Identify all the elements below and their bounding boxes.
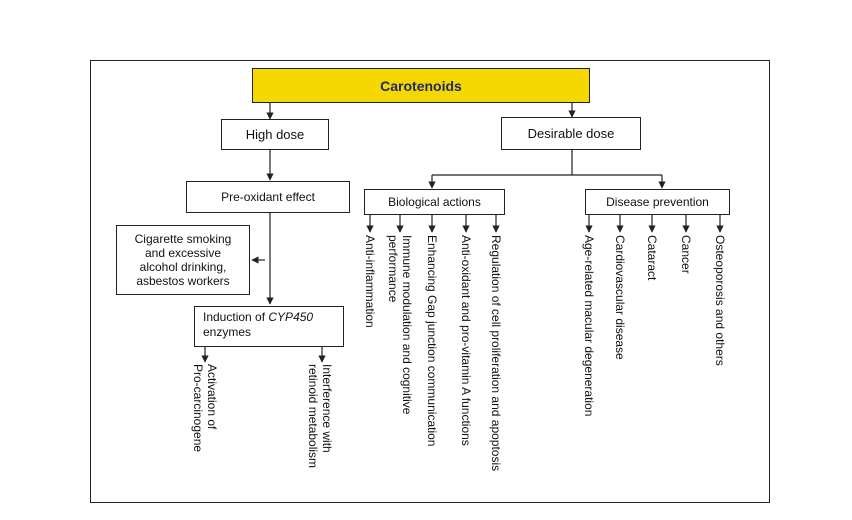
bio-item-text: performance [386, 235, 400, 303]
risk-factor-line: and excessive [144, 246, 222, 260]
induction-suffix: enzymes [203, 325, 252, 339]
outcome-line: Interference with [320, 364, 334, 453]
disease-item: Osteoporosis and others [713, 235, 727, 366]
induction-box: Induction of CYP450 enzymes [194, 306, 344, 347]
disease-item-text: Age-related macular degeneration [582, 235, 596, 417]
outcome-line: retinoid metabolism [306, 364, 320, 469]
disease-item: Age-related macular degeneration [582, 235, 596, 416]
high-dose-label: High dose [245, 127, 305, 142]
bio-item-text: Immune modulation and cognitive [400, 235, 414, 415]
desirable-dose-label: Desirable dose [527, 126, 615, 141]
outcome-line: Pro-carcinogene [191, 364, 205, 453]
disease-item: Cancer [679, 235, 693, 274]
bio-item-text: Enhancing Gap junction communication [425, 235, 439, 447]
bio-item: Anti-oxidant and pro-vitamin A functions [459, 235, 473, 446]
disease-item-text: Osteoporosis and others [713, 235, 727, 366]
disease-item-text: Cancer [679, 235, 693, 274]
disease-item: Cataract [645, 235, 659, 280]
carotenoids-box: Carotenoids [252, 68, 590, 103]
disease-prevention-label: Disease prevention [606, 195, 709, 209]
disease-prevention-box: Disease prevention [585, 189, 730, 215]
induction-prefix: Induction of [203, 310, 269, 324]
biological-actions-box: Biological actions [364, 189, 505, 215]
bio-item-text: Anti-oxidant and pro-vitamin A functions [459, 235, 473, 446]
risk-factor-line: alcohol drinking, [139, 260, 227, 274]
carotenoids-label: Carotenoids [380, 77, 462, 94]
pro-oxidant-box: Pre-oxidant effect [186, 181, 350, 213]
disease-item: Cardiovascular disease [613, 235, 627, 360]
desirable-dose-box: Desirable dose [501, 117, 641, 150]
bio-item: Anti-inflammation [363, 235, 377, 328]
risk-factors-box: Cigarette smoking and excessive alcohol … [116, 225, 250, 295]
biological-actions-label: Biological actions [388, 195, 481, 209]
risk-factor-line: asbestos workers [136, 274, 230, 288]
induction-enzyme: CYP450 [268, 310, 314, 324]
bio-item-text: Regulation of cell proliferation and apo… [489, 235, 503, 472]
high-dose-box: High dose [221, 119, 329, 150]
diagram-frame [90, 60, 770, 503]
bio-item: Regulation of cell proliferation and apo… [489, 235, 503, 471]
induction-line: Induction of CYP450 [203, 310, 335, 325]
disease-item-text: Cardiovascular disease [613, 235, 627, 360]
bio-item: Enhancing Gap junction communication [425, 235, 439, 446]
outcome-line: Activation of [205, 364, 219, 430]
bio-item-text: Anti-inflammation [363, 235, 377, 328]
disease-item-text: Cataract [645, 235, 659, 281]
pro-oxidant-label: Pre-oxidant effect [221, 190, 315, 204]
risk-factor-line: Cigarette smoking [134, 232, 232, 246]
